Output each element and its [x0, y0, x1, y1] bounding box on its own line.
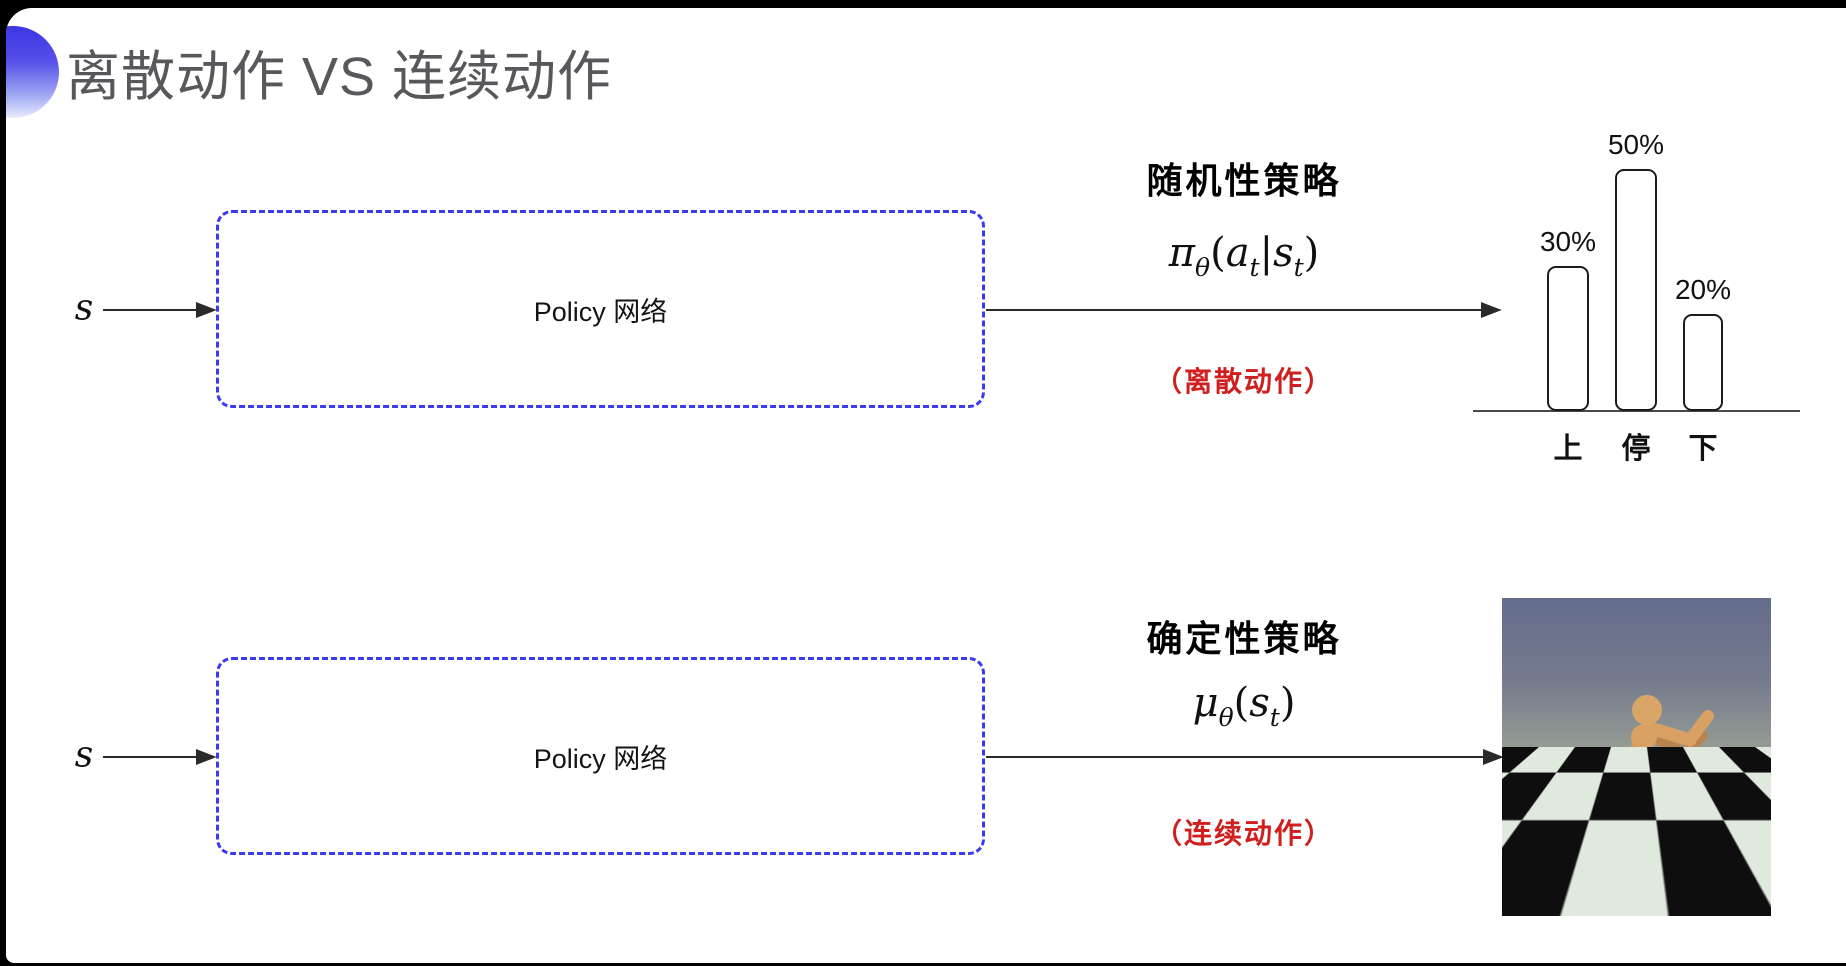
chart-baseline — [1473, 410, 1800, 412]
formula-part: s — [1249, 680, 1270, 726]
bar-category-label: 下 — [1688, 433, 1718, 465]
formula-part: t — [1249, 253, 1260, 282]
bar-value-label: 30% — [1539, 226, 1597, 257]
policy-name-deterministic: 确定性策略 — [1146, 618, 1342, 659]
formula-part: s — [1273, 230, 1294, 276]
policy-network-box-bottom: Policy 网络 — [216, 657, 985, 855]
formula-part: θ — [1195, 253, 1211, 282]
policy-formula-deterministic: μθ(st) — [1084, 680, 1404, 732]
humanoid-robot-image — [1502, 598, 1771, 916]
formula-part: μ — [1192, 680, 1219, 726]
formula-part: t — [1269, 703, 1280, 732]
bar-value-label: 50% — [1607, 129, 1665, 160]
formula-part: ( — [1210, 230, 1226, 276]
slide-canvas: 离散动作 VS 连续动作 s Policy 网络 随机性策略 πθ(at|st) — [6, 8, 1846, 963]
formula-part: t — [1293, 253, 1304, 282]
state-input-label-top: s — [74, 287, 94, 329]
input-arrowhead-bottom — [196, 749, 217, 765]
formula-part: π — [1168, 230, 1196, 276]
title-accent-sphere-icon — [6, 26, 59, 118]
bar-停 — [1615, 169, 1657, 411]
formula-part: ( — [1233, 680, 1250, 726]
slide: 离散动作 VS 连续动作 s Policy 网络 随机性策略 πθ(at|st) — [6, 8, 1846, 963]
input-arrowhead-top — [196, 302, 217, 318]
state-input-label-bottom: s — [74, 734, 94, 776]
humanoid-figure — [1554, 695, 1714, 913]
formula-part: | — [1259, 230, 1274, 276]
bar-value-label: 20% — [1674, 274, 1732, 305]
output-arrowhead-top — [1481, 302, 1502, 318]
action-type-continuous: （连续动作） — [1153, 818, 1334, 849]
bar-下 — [1683, 314, 1723, 411]
formula-part: ) — [1279, 680, 1296, 726]
bar-category-label: 上 — [1553, 433, 1583, 465]
action-type-discrete: （离散动作） — [1153, 366, 1334, 397]
bar-category-label: 停 — [1621, 433, 1651, 465]
formula-part: ) — [1303, 230, 1320, 276]
page-title: 离散动作 VS 连续动作 — [66, 47, 613, 107]
policy-formula-stochastic: πθ(at|st) — [1084, 230, 1404, 282]
bar-上 — [1547, 266, 1589, 411]
policy-name-stochastic: 随机性策略 — [1146, 160, 1342, 201]
policy-network-box-top: Policy 网络 — [216, 210, 985, 408]
formula-part: θ — [1218, 703, 1234, 732]
sky — [1502, 598, 1771, 748]
formula-part: a — [1225, 230, 1250, 276]
output-arrowhead-bottom — [1483, 749, 1504, 765]
